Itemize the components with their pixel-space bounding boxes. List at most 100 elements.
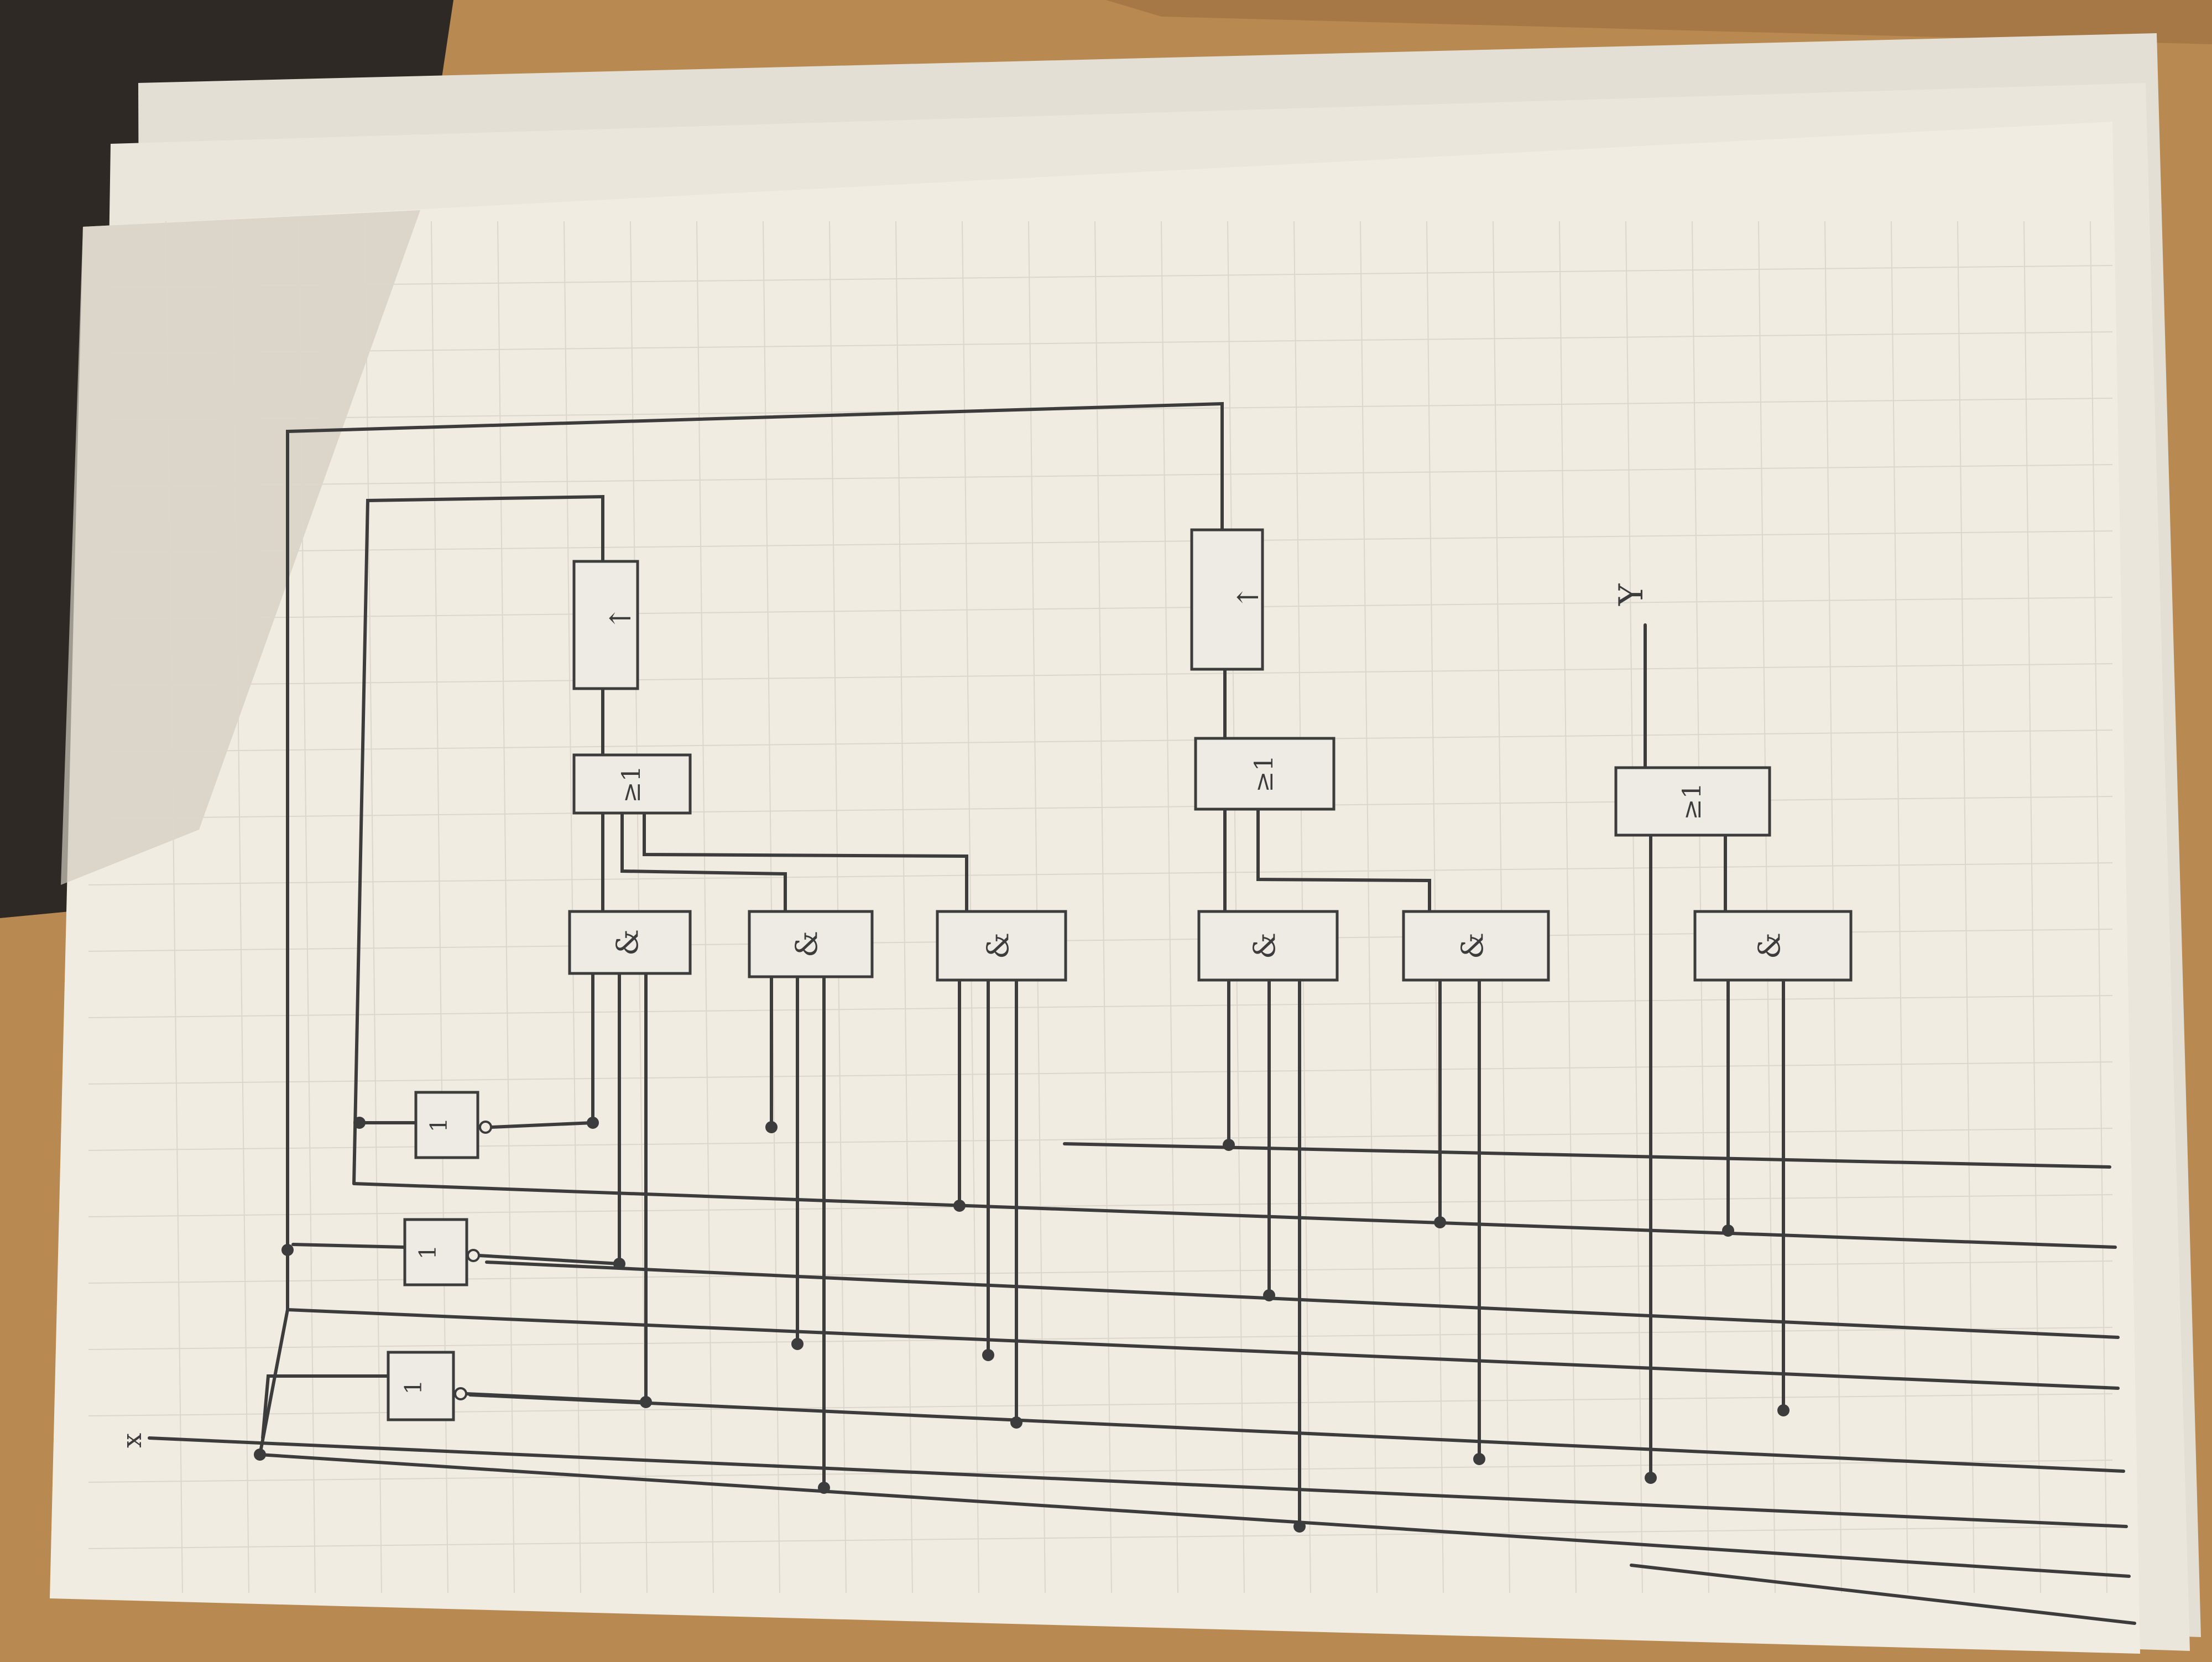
and-gate-2: &: [748, 910, 874, 978]
junction-dot-14: [1293, 1520, 1306, 1533]
grid-line-horizontal: [88, 1526, 2113, 1549]
inverter-1-output: [489, 1121, 594, 1129]
junction-dot-10: [982, 1349, 994, 1361]
and-gate-4: &: [1197, 910, 1339, 982]
grid-line-horizontal: [88, 995, 2113, 1018]
junction-dot-16: [1473, 1453, 1485, 1465]
bus-line-4: [286, 1308, 2120, 1390]
svg-text:&: &: [1752, 932, 1787, 959]
junction-dot-4: [587, 1117, 599, 1129]
grid-line-vertical: [1094, 221, 1112, 1593]
inverter-3: 1: [387, 1351, 467, 1421]
or2-to-and5: [1256, 807, 1431, 913]
grid-line-vertical: [2090, 221, 2107, 1593]
svg-text:↑: ↑: [1232, 585, 1265, 609]
grid-line-horizontal: [88, 1327, 2113, 1350]
bus-line-5: [468, 1393, 2125, 1473]
output-y-label: Y: [1612, 583, 1651, 606]
junction-dot-9: [953, 1200, 966, 1212]
grid-line-horizontal: [88, 862, 2113, 885]
or-gate-1: ≥1: [572, 753, 692, 815]
wire-layer: [148, 402, 2136, 1625]
svg-text:&: &: [789, 931, 824, 957]
paper-sheet-front: [50, 122, 2140, 1654]
input-to-inverter-3: [261, 1374, 390, 1440]
grid-line-horizontal: [88, 530, 2113, 554]
or-gate-2: ≥1: [1194, 737, 1335, 811]
grid-line-vertical: [1692, 221, 1709, 1593]
svg-text:≥1: ≥1: [1677, 783, 1707, 820]
grid-line-vertical: [1758, 221, 1776, 1593]
junction-dot-8: [818, 1482, 830, 1494]
junction-dot-17: [1722, 1225, 1734, 1237]
paper-grid: [88, 221, 2113, 1593]
bus-line-7: [258, 1453, 2131, 1578]
and-gate-3: &: [936, 910, 1067, 982]
grid-line-horizontal: [88, 597, 2113, 620]
grid-line-vertical: [1824, 221, 1842, 1593]
paper-shadow: [61, 210, 420, 885]
junction-dot-1: [254, 1449, 266, 1461]
grid-line-horizontal: [88, 398, 2113, 421]
grid-line-horizontal: [88, 1460, 2113, 1483]
inverter-1: 1: [414, 1091, 492, 1159]
inverter-2-output: [477, 1254, 621, 1265]
feedback-wire-inner: [352, 494, 604, 1185]
inverter-3-output: [465, 1392, 648, 1404]
grid-line-vertical: [1891, 221, 1908, 1593]
svg-text:1: 1: [425, 1118, 452, 1133]
grid-line-vertical: [962, 221, 979, 1593]
grid-line-vertical: [2023, 221, 2041, 1593]
grid-line-vertical: [232, 221, 249, 1593]
grid-line-horizontal: [88, 1061, 2113, 1085]
grid-line-vertical: [829, 221, 847, 1593]
grid-line-vertical: [364, 221, 382, 1593]
bus-line-3: [485, 1260, 2120, 1339]
grid-line-vertical: [696, 221, 714, 1593]
junction-dot-12: [1223, 1139, 1235, 1151]
grid-line-horizontal: [88, 1194, 2113, 1217]
junction-dot-13: [1263, 1289, 1275, 1301]
junction-dot-15: [1434, 1216, 1446, 1228]
grid-line-vertical: [564, 221, 581, 1593]
bus-line-6: [148, 1436, 2128, 1528]
feed-inverter-2: [291, 1243, 406, 1249]
inverter-2: 1: [403, 1218, 480, 1286]
grid-line-vertical: [1161, 221, 1178, 1593]
grid-line-horizontal: [88, 796, 2113, 819]
junction-dot-19: [1645, 1472, 1657, 1484]
feedback-wire-outer: [258, 402, 1224, 1456]
svg-text:↑: ↑: [604, 606, 638, 631]
and-gate-6: &: [1693, 910, 1853, 982]
or-gate-3: ≥1: [1614, 766, 1771, 837]
svg-text:1: 1: [400, 1380, 427, 1395]
svg-text:≥1: ≥1: [1249, 755, 1279, 793]
or1-to-and3: [643, 811, 968, 913]
wood-grain: [1106, 0, 2212, 44]
svg-text:&: &: [610, 929, 645, 956]
grid-line-vertical: [1360, 221, 1378, 1593]
grid-line-vertical: [165, 221, 183, 1593]
grid-line-vertical: [497, 221, 515, 1593]
grid-line-vertical: [763, 221, 780, 1593]
grid-line-vertical: [1028, 221, 1046, 1593]
grid-line-vertical: [298, 221, 316, 1593]
junction-layer: [254, 1117, 1790, 1533]
grid-line-horizontal: [88, 331, 2113, 355]
and-gate-1: &: [568, 910, 692, 975]
grid-line-vertical: [1957, 221, 1975, 1593]
grid-line-vertical: [1625, 221, 1643, 1593]
grid-line-horizontal: [88, 730, 2113, 753]
junction-dot-11: [1010, 1416, 1022, 1429]
input-x-label: x: [117, 1433, 148, 1448]
junction-dot-6: [640, 1396, 652, 1408]
grid-line-vertical: [1293, 221, 1311, 1593]
svg-text:&: &: [1455, 932, 1490, 959]
bus-line-1: [1063, 1142, 2111, 1169]
svg-text:&: &: [1247, 932, 1282, 959]
grid-line-vertical: [1227, 221, 1245, 1593]
grid-line-vertical: [1426, 221, 1444, 1593]
grid-line-vertical: [895, 221, 913, 1593]
